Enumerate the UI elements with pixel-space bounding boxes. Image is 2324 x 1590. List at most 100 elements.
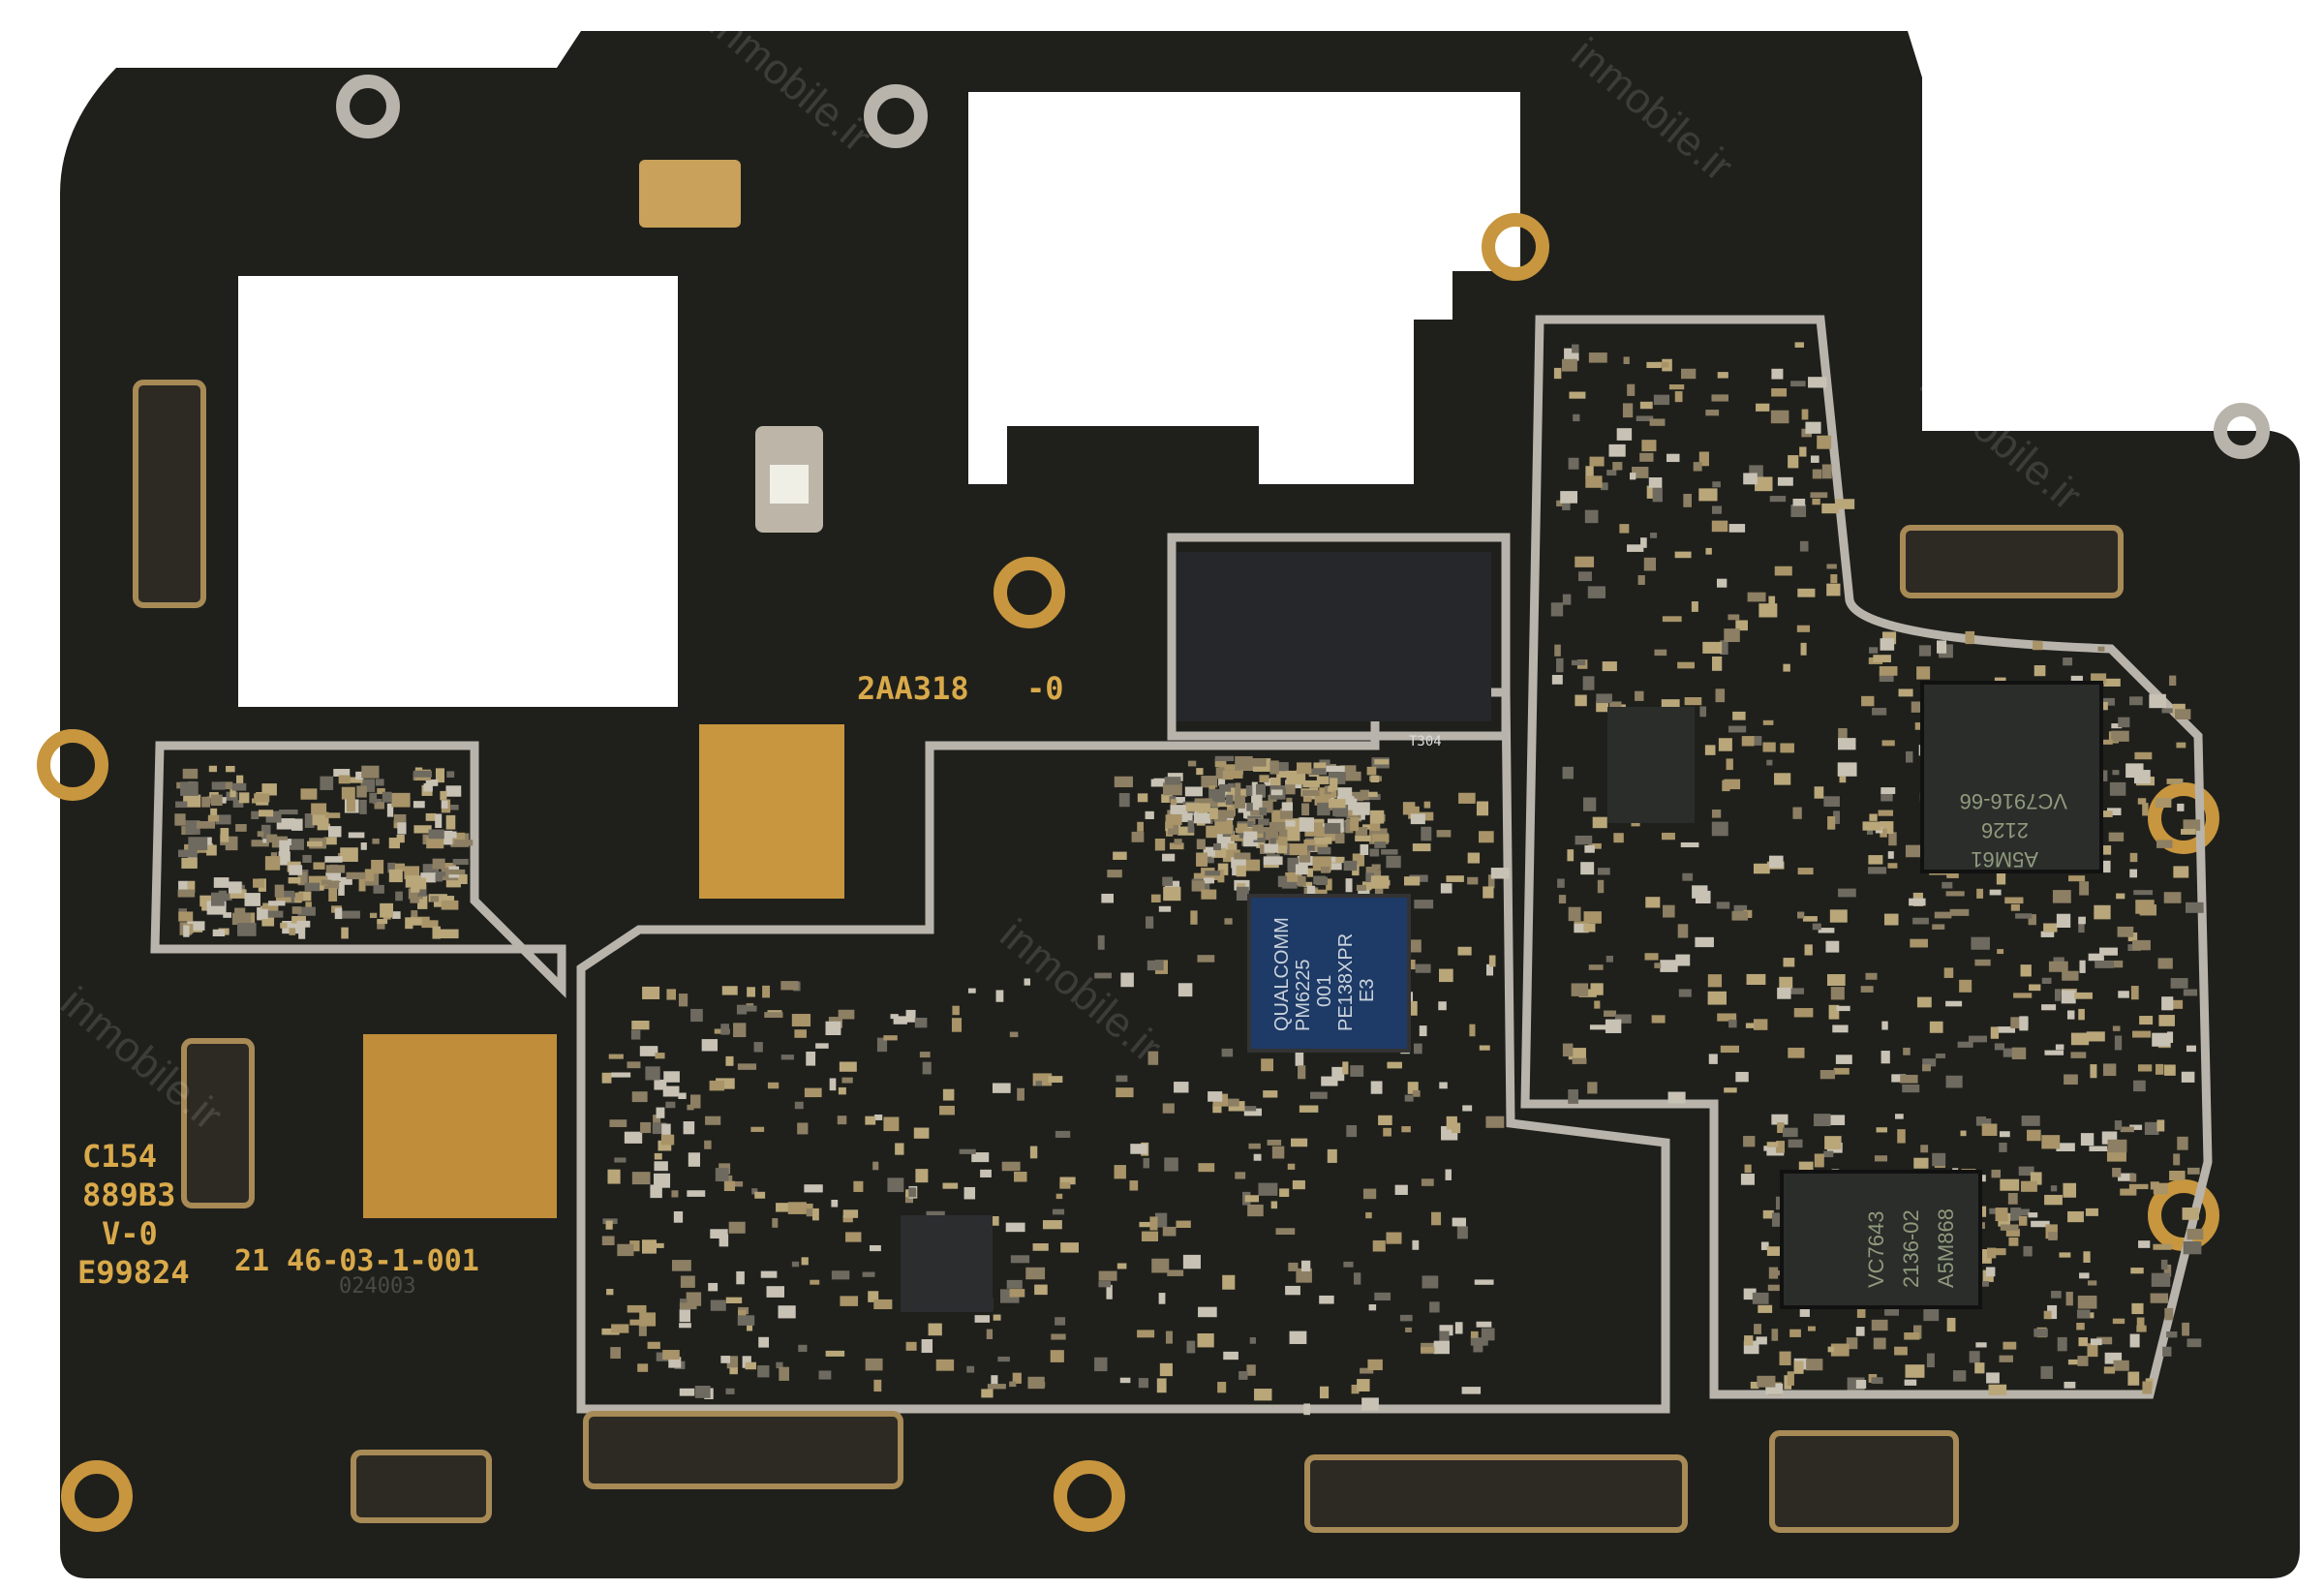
smd-component: [1439, 1325, 1453, 1336]
smd-component: [2142, 1381, 2153, 1394]
smd-component: [178, 849, 198, 858]
smd-component: [2090, 1064, 2097, 1079]
smd-component: [453, 840, 474, 846]
smd-component: [1182, 1254, 1201, 1269]
smd-component: [373, 884, 384, 894]
smd-component: [413, 771, 433, 778]
rf-chip-2: VC7643 2136-02 A5M868: [1780, 1170, 1982, 1309]
smd-component: [1410, 813, 1425, 825]
smd-component: [2169, 1170, 2186, 1181]
rf2-line3: A5M868: [1934, 1208, 1958, 1288]
smd-component: [1805, 421, 1821, 434]
smd-component: [967, 988, 976, 994]
smd-component: [1094, 972, 1112, 979]
smd-component: [413, 877, 427, 890]
smd-component: [1995, 1208, 2008, 1222]
smd-component: [736, 1004, 748, 1015]
smd-component: [787, 1202, 807, 1214]
smd-component: [1137, 821, 1144, 832]
smd-component: [1343, 1261, 1354, 1268]
smd-component: [1226, 804, 1236, 816]
smd-component: [661, 1123, 671, 1137]
smd-component: [1234, 795, 1245, 809]
smd-component: [2112, 1167, 2122, 1177]
smd-component: [719, 1234, 729, 1247]
smd-component: [1412, 1090, 1421, 1097]
smd-component: [333, 769, 351, 777]
smd-component: [715, 1168, 729, 1181]
smd-component: [2113, 1360, 2129, 1371]
smd-component: [678, 994, 688, 1007]
smd-component: [986, 1329, 994, 1339]
smd-component: [276, 818, 295, 830]
smd-component: [1319, 1295, 1334, 1304]
smd-component: [679, 1388, 695, 1396]
smd-component: [1244, 1195, 1260, 1203]
smd-component: [388, 869, 403, 883]
smd-component: [1934, 911, 1952, 919]
smd-component: [991, 1375, 998, 1387]
smd-component: [2120, 1126, 2134, 1133]
smd-component: [1812, 923, 1821, 931]
smd-component: [1153, 778, 1166, 785]
smd-component: [1568, 1089, 1578, 1104]
smd-component: [1557, 878, 1565, 888]
smd-component: [1562, 594, 1572, 605]
smd-component: [1575, 694, 1587, 707]
smd-component: [2033, 640, 2043, 651]
smd-component: [1113, 851, 1127, 860]
smd-component: [1196, 768, 1204, 776]
smd-component: [1296, 1268, 1312, 1283]
smd-component: [2078, 1337, 2089, 1347]
smd-component: [1835, 499, 1855, 509]
smd-component: [1009, 1381, 1017, 1388]
smd-component: [872, 1161, 879, 1171]
smd-component: [2083, 1251, 2091, 1263]
smd-component: [690, 1008, 703, 1023]
smd-component: [1217, 863, 1229, 875]
smd-component: [2099, 947, 2118, 956]
flash-led: [770, 465, 809, 504]
smd-component: [1561, 358, 1577, 372]
smd-component: [211, 781, 226, 790]
smd-component: [1221, 1048, 1234, 1057]
smd-component: [325, 871, 342, 882]
smd-component: [1904, 1379, 1917, 1386]
smd-component: [922, 1061, 932, 1075]
smd-component: [837, 1116, 847, 1125]
smd-component: [645, 1066, 660, 1081]
smd-component: [1827, 1346, 1835, 1353]
smd-component: [1405, 940, 1418, 950]
smd-component: [372, 838, 380, 844]
smd-component: [377, 920, 385, 930]
smd-component: [778, 1305, 796, 1319]
smd-component: [1350, 816, 1360, 827]
smd-component: [1355, 827, 1368, 837]
smd-component: [671, 1260, 691, 1271]
silk-label-889b3: 889B3: [82, 1177, 175, 1213]
smd-component: [1969, 1035, 1987, 1043]
smd-component: [2158, 1015, 2175, 1026]
smd-component: [1366, 766, 1377, 776]
smd-component: [631, 1172, 651, 1185]
smd-component: [2034, 1329, 2048, 1337]
smd-component: [1371, 834, 1390, 843]
smd-component: [1891, 1074, 1907, 1083]
smd-component: [369, 912, 378, 918]
smd-component: [1904, 1332, 1920, 1340]
smd-component: [1419, 1025, 1427, 1037]
smd-component: [1584, 509, 1599, 524]
smd-component: [1439, 1082, 1448, 1089]
smd-component: [181, 857, 198, 869]
smd-component: [1221, 842, 1238, 851]
smd-component: [1879, 670, 1894, 683]
smd-component: [1223, 1098, 1239, 1107]
smd-component: [1370, 1081, 1383, 1094]
smd-component: [2098, 701, 2108, 711]
smd-component: [1360, 1367, 1374, 1374]
smd-component: [1299, 817, 1314, 832]
smd-component: [663, 1071, 680, 1083]
smd-component: [2004, 897, 2024, 904]
smd-component: [1098, 1281, 1112, 1288]
smd-component: [1207, 852, 1214, 864]
